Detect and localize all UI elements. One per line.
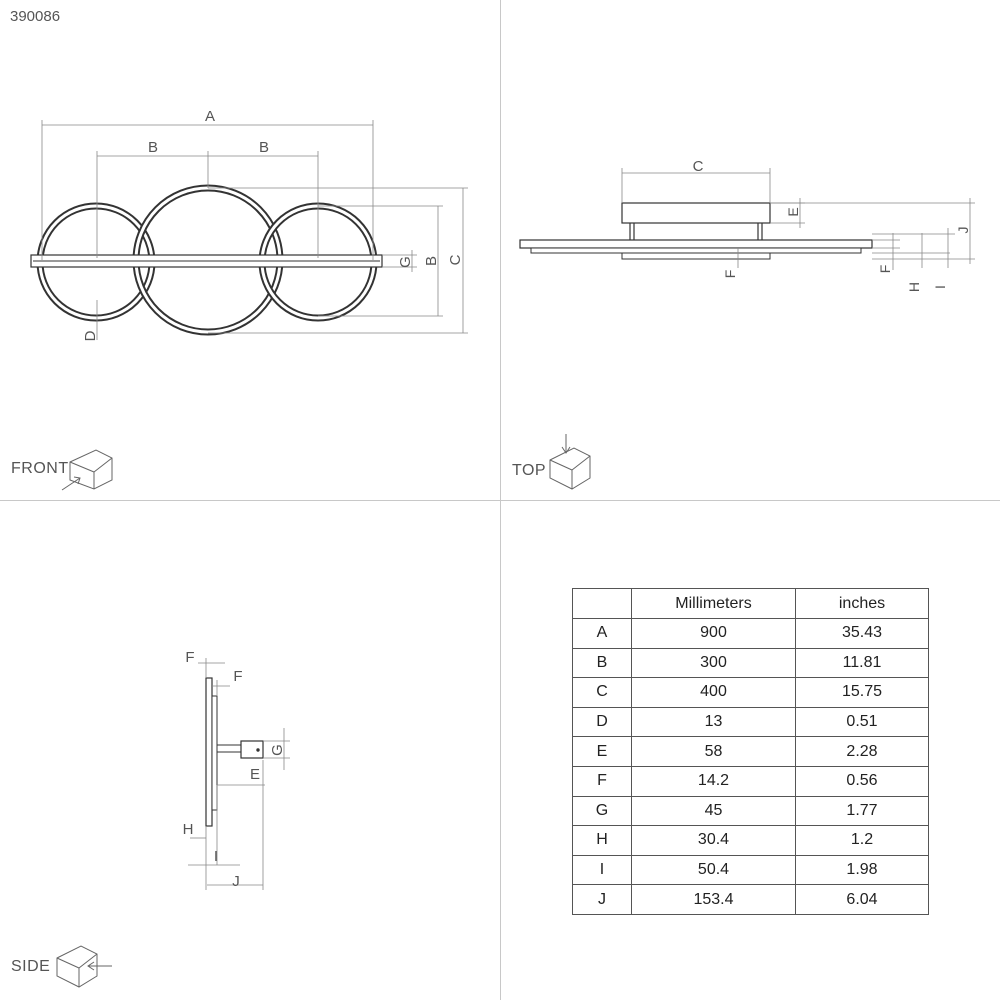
side-dim-label-g: G <box>269 744 286 756</box>
front-cube-icon <box>61 449 113 491</box>
side-fixture <box>205 677 264 827</box>
table-cell-mm: 58 <box>631 736 796 767</box>
quadrant-divider-horizontal <box>0 500 1000 501</box>
table-cell-in: 1.77 <box>795 795 929 827</box>
front-dim-label-g: G <box>397 256 414 268</box>
side-dimension-lines <box>188 658 290 890</box>
table-cell-in: 15.75 <box>795 677 929 708</box>
top-view: C E J F F H I <box>519 158 975 490</box>
table-cell-key: E <box>572 736 632 767</box>
table-cell-mm: 14.2 <box>631 765 796 797</box>
table-header-row: Millimeters inches <box>572 588 929 619</box>
top-dim-label-c: C <box>693 158 704 175</box>
table-cell-mm: 300 <box>631 647 796 679</box>
top-dim-label-i: I <box>932 285 948 289</box>
top-dim-label-f-left: F <box>722 270 738 279</box>
table-cell-key: C <box>572 677 632 708</box>
front-dim-label-d: D <box>82 330 99 341</box>
table-cell-key: J <box>572 884 632 915</box>
side-cube-icon <box>56 945 112 988</box>
table-cell-key: H <box>572 825 632 856</box>
table-cell-mm: 153.4 <box>631 884 796 915</box>
table-cell-mm: 50.4 <box>631 854 796 886</box>
table-cell-in: 1.98 <box>795 854 929 886</box>
front-dim-label-b-left: B <box>148 139 158 156</box>
side-view-label: SIDE <box>11 958 51 975</box>
side-dim-label-f-inner: F <box>233 668 242 685</box>
top-dimension-lines <box>621 168 975 270</box>
front-view: A B B B C G D <box>30 108 468 491</box>
table-cell-in: 1.2 <box>795 825 929 856</box>
table-cell-key: I <box>572 854 632 886</box>
table-cell-in: 2.28 <box>795 736 929 767</box>
table-cell-key: D <box>572 706 632 738</box>
side-view: F F G E H I J <box>56 649 290 988</box>
top-view-label: TOP <box>512 462 547 479</box>
top-dim-label-e: E <box>785 207 801 216</box>
side-dim-label-e: E <box>250 766 260 783</box>
front-fixture <box>30 184 383 336</box>
table-cell-in: 11.81 <box>795 647 929 679</box>
table-cell-mm: 30.4 <box>631 825 796 856</box>
table-cell-in: 6.04 <box>795 884 929 915</box>
front-dimension-lines <box>41 120 468 340</box>
product-code: 390086 <box>10 8 61 25</box>
table-header-key <box>572 588 632 619</box>
top-dim-label-j: J <box>955 227 971 234</box>
table-cell-key: G <box>572 795 632 827</box>
top-dim-label-f-right: F <box>877 265 893 274</box>
front-dim-label-a: A <box>205 108 215 125</box>
front-dim-label-b-right: B <box>259 139 269 156</box>
table-cell-key: F <box>572 765 632 797</box>
top-cube-icon <box>549 434 591 490</box>
table-cell-mm: 45 <box>631 795 796 827</box>
front-view-label: FRONT <box>11 460 69 477</box>
table-cell-key: B <box>572 647 632 679</box>
table-header-inches: inches <box>795 588 929 619</box>
side-dim-label-j: J <box>232 873 240 890</box>
table-cell-in: 35.43 <box>795 618 929 649</box>
side-dim-label-h: H <box>183 821 194 838</box>
top-fixture <box>519 202 873 260</box>
table-cell-mm: 900 <box>631 618 796 649</box>
front-dim-label-b-vertical: B <box>423 256 440 266</box>
top-dim-label-h: H <box>906 282 922 292</box>
table-cell-key: A <box>572 618 632 649</box>
side-dim-label-i: I <box>214 848 218 865</box>
side-dim-label-f-top: F <box>185 649 194 666</box>
table-header-millimeters: Millimeters <box>631 588 796 619</box>
table-cell-in: 0.51 <box>795 706 929 738</box>
table-cell-in: 0.56 <box>795 765 929 797</box>
front-dim-label-c: C <box>447 254 464 265</box>
table-cell-mm: 13 <box>631 706 796 738</box>
table-cell-mm: 400 <box>631 677 796 708</box>
